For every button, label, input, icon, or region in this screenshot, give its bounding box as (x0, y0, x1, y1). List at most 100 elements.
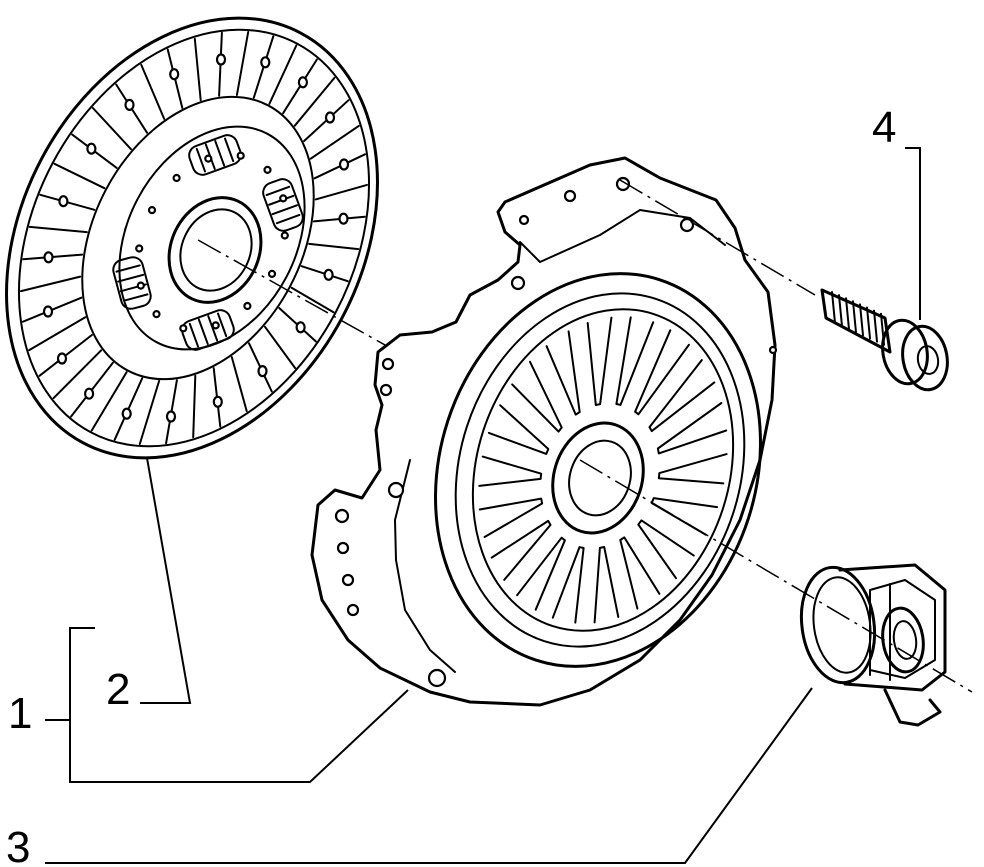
disc-rivet (260, 56, 271, 69)
hub-hole (280, 231, 289, 240)
callout-3: 3 (6, 823, 30, 867)
disc-rivet (43, 251, 54, 264)
diaphragm-finger (551, 546, 585, 624)
clutch-disc (5, 16, 379, 460)
callout-labels: 4 2 1 3 (6, 103, 896, 867)
pressure-plate-assembly (310, 156, 778, 707)
leader-4 (905, 147, 921, 320)
hub-hole (147, 206, 157, 215)
diaphragm-spring-outer (471, 308, 735, 632)
diaphragm-finger (516, 536, 566, 611)
hub-hole (152, 310, 161, 319)
disc-hub-bore (179, 208, 253, 292)
disc-groove (293, 76, 336, 127)
bearing-bore-inner (892, 620, 918, 660)
disc-outer-edge-inner (17, 28, 371, 448)
disc-groove (20, 275, 82, 293)
bearing-front-ring-inner (812, 576, 872, 674)
diaphragm-finger (637, 519, 695, 580)
disc-grooves (20, 31, 368, 445)
bolt-thread (859, 303, 864, 337)
hub-hole (172, 173, 181, 183)
disc-groove (140, 63, 166, 120)
disc-rivet (58, 195, 69, 208)
disc-groove (264, 325, 297, 369)
disc-rivet (338, 212, 349, 225)
diaphragm-finger (478, 455, 543, 487)
disc-groove (91, 107, 132, 151)
disc-rivet (212, 395, 223, 408)
disc-rivet (121, 407, 132, 420)
hub-hole (267, 269, 277, 278)
hub-hole (211, 321, 220, 330)
diaphragm-finger (657, 453, 728, 485)
disc-rivet (215, 53, 227, 66)
diaphragm-center-bore (568, 439, 632, 517)
hub-hole (279, 194, 288, 203)
diaphragm-finger (490, 519, 552, 581)
cover-flange-top (519, 209, 726, 263)
disc-groove (230, 356, 248, 413)
disc-hub-outer (167, 196, 263, 304)
diaphragm-finger (615, 316, 655, 406)
friction-lining-inner-edge (81, 95, 315, 381)
bolt-head (901, 324, 949, 392)
disc-groove (308, 242, 360, 251)
disc-rivet (323, 268, 334, 281)
disc-rivet (165, 410, 177, 423)
leader-1-bracket (69, 627, 409, 783)
disc-groove (235, 31, 250, 96)
hub-plate (118, 125, 306, 351)
diaphragm-finger (487, 404, 550, 455)
release-bearing (799, 563, 947, 727)
diaphragm-finger (545, 330, 581, 416)
hub-hole (179, 324, 188, 333)
hub-hole (243, 301, 252, 311)
diaphragm-finger (478, 497, 544, 538)
cover-flange-left (394, 459, 456, 673)
bolt-threads (831, 291, 885, 346)
bolt-thread (873, 309, 878, 343)
callout-2: 2 (106, 665, 130, 714)
bolt-head-socket (916, 345, 940, 375)
cover-mounting-holes (334, 176, 778, 688)
bolt (820, 288, 949, 392)
cover-inner-rim (454, 292, 746, 648)
disc-outer-edge (5, 16, 379, 460)
center-axis-lines (197, 179, 973, 693)
hub-hole (204, 154, 213, 163)
diaphragm-finger (586, 316, 613, 406)
bearing-housing (838, 563, 947, 692)
disc-rivet (56, 352, 68, 365)
hub-plate-holes (135, 151, 289, 333)
disc-rivet (86, 142, 97, 155)
disc-rivet (169, 68, 180, 81)
diaphragm-center-ring (551, 421, 645, 535)
disc-groove (28, 225, 88, 234)
bolt-thread (838, 294, 843, 328)
disc-rivet (295, 321, 306, 334)
diaphragm-finger (619, 536, 661, 610)
diaphragm-finger (511, 360, 563, 433)
bolt-thread (845, 297, 850, 331)
pressure-plate-cover (310, 156, 777, 707)
disc-rivet (42, 305, 54, 318)
disc-groove (192, 374, 197, 439)
bolt-thread (852, 300, 857, 334)
leader-3 (45, 687, 813, 864)
bolt-washer (881, 318, 929, 386)
hub-hole (263, 165, 272, 174)
diaphragm-fingers (478, 316, 728, 624)
disc-groove (268, 44, 298, 105)
disc-groove (52, 349, 103, 400)
hub-hole (236, 151, 245, 160)
disc-rivet (338, 158, 350, 171)
disc-groove (138, 380, 161, 445)
bearing-fork-tab (883, 688, 942, 727)
diaphragm-finger (656, 402, 728, 455)
diaphragm-finger (650, 497, 719, 536)
disc-groove (290, 286, 335, 314)
disc-groove (193, 37, 202, 102)
bearing-bore (881, 606, 925, 674)
